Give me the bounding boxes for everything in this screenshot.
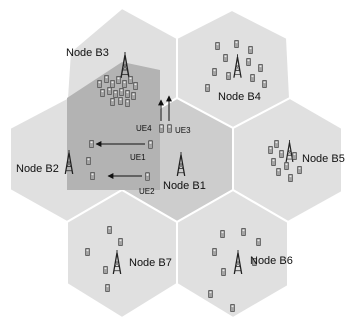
node-b4-label: Node B4 bbox=[218, 91, 261, 103]
phone-icon bbox=[220, 230, 225, 238]
phone-icon bbox=[125, 90, 130, 98]
phone-icon bbox=[268, 146, 273, 154]
ue2-label: UE2 bbox=[139, 187, 155, 196]
phone-icon bbox=[118, 97, 123, 105]
phone-icon bbox=[212, 248, 217, 256]
phone-icon bbox=[276, 168, 281, 176]
phone-icon bbox=[107, 226, 112, 234]
phone-icon bbox=[256, 238, 261, 246]
phone-icon bbox=[208, 290, 213, 298]
phone-icon bbox=[110, 98, 115, 106]
ue2-phone-icon bbox=[145, 172, 150, 181]
phone-icon bbox=[274, 140, 279, 148]
phone-icon bbox=[262, 80, 267, 88]
phone-icon bbox=[297, 166, 302, 174]
phone-icon bbox=[215, 42, 220, 50]
phone-icon bbox=[105, 284, 110, 292]
node-b2-label: Node B2 bbox=[16, 163, 59, 175]
phone-icon bbox=[226, 72, 231, 80]
phone-icon bbox=[113, 90, 118, 98]
phone-icon bbox=[246, 58, 251, 66]
ue3-phone-icon bbox=[167, 124, 172, 133]
phone-icon bbox=[133, 82, 138, 90]
phone-icon bbox=[223, 54, 228, 62]
phone-icon bbox=[107, 87, 112, 95]
phone-icon bbox=[90, 172, 95, 180]
ue1-label: UE1 bbox=[130, 153, 146, 162]
phone-icon bbox=[284, 162, 289, 170]
phone-icon bbox=[85, 248, 90, 256]
phone-icon bbox=[279, 150, 284, 158]
phone-icon bbox=[212, 68, 217, 76]
phone-icon bbox=[89, 140, 94, 148]
node-b1-label: Node B1 bbox=[163, 180, 206, 192]
node-b5-label: Node B5 bbox=[302, 153, 345, 165]
phone-icon bbox=[292, 152, 297, 160]
phone-icon bbox=[241, 228, 246, 236]
phone-icon bbox=[119, 88, 124, 96]
phone-icon bbox=[125, 99, 130, 107]
node-b3-label: Node B3 bbox=[66, 47, 109, 59]
phone-icon bbox=[104, 75, 109, 83]
phone-icon bbox=[128, 76, 133, 84]
phone-icon bbox=[86, 157, 91, 165]
phone-icon bbox=[205, 84, 210, 92]
phone-icon bbox=[116, 76, 121, 84]
phone-icon bbox=[97, 80, 102, 88]
phone-icon bbox=[122, 80, 127, 88]
phone-icon bbox=[288, 174, 293, 182]
node-b7-label: Node B7 bbox=[129, 257, 172, 269]
phone-icon bbox=[221, 268, 226, 276]
ue4-phone-icon bbox=[159, 124, 164, 133]
phone-icon bbox=[131, 92, 136, 100]
phone-icon bbox=[118, 238, 123, 246]
phone-icon bbox=[248, 46, 253, 54]
phone-icon bbox=[271, 158, 276, 166]
phone-icon bbox=[110, 80, 115, 88]
ue1-phone-icon bbox=[148, 140, 153, 149]
phone-icon bbox=[103, 266, 108, 274]
ue3-label: UE3 bbox=[175, 126, 191, 135]
ue4-label: UE4 bbox=[136, 124, 152, 133]
phone-icon bbox=[258, 64, 263, 72]
phone-icon bbox=[230, 304, 235, 312]
phone-icon bbox=[250, 74, 255, 82]
node-b6-label: Node B6 bbox=[250, 255, 293, 267]
phone-icon bbox=[100, 89, 105, 97]
phone-icon bbox=[234, 40, 239, 48]
cell-b6-hexagon bbox=[176, 188, 289, 320]
